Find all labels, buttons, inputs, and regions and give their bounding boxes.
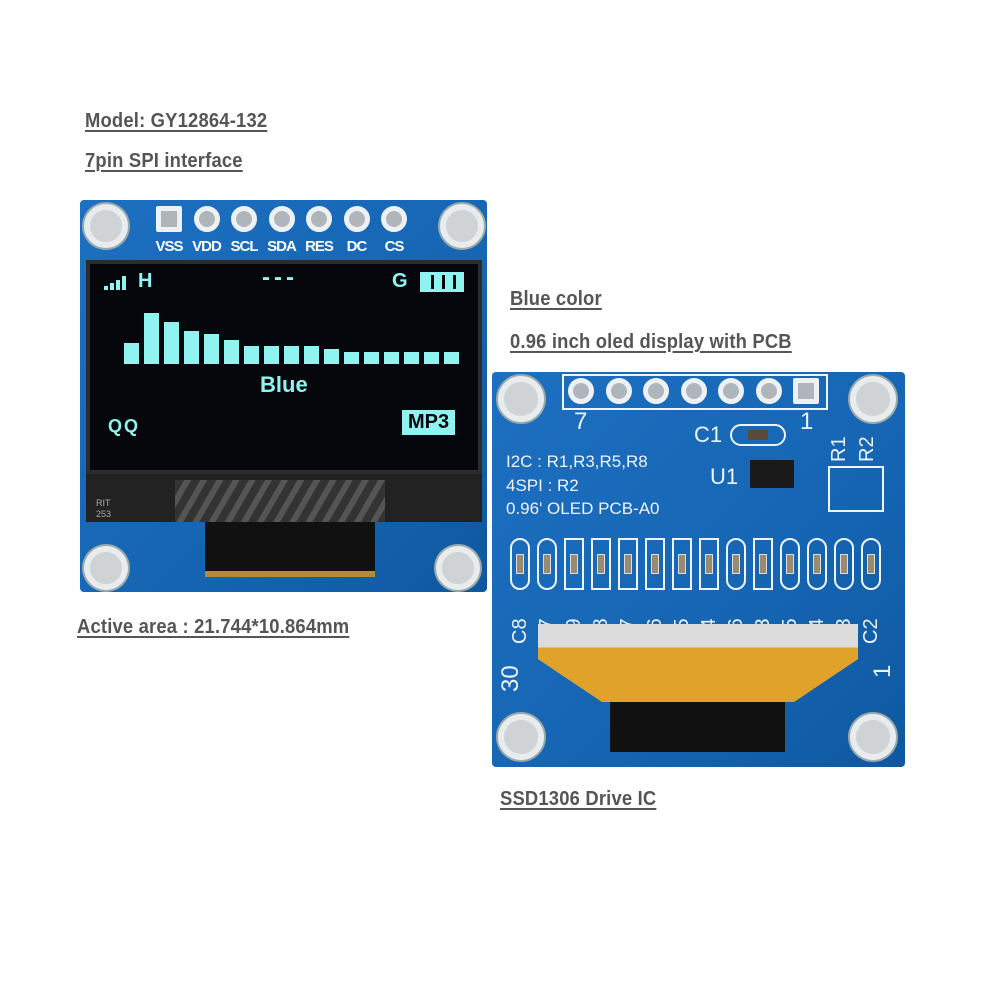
screen-bottom-left-text: QQ [108, 416, 141, 436]
equalizer-bar [324, 349, 339, 364]
component-r4 [699, 538, 719, 590]
active-area-caption: Active area : 21.744*10.864mm [77, 616, 350, 638]
screen-bottom-right-text: MP3 [402, 410, 456, 435]
screen-top-center-text: --- [262, 264, 298, 291]
header-pin [793, 378, 819, 404]
header-pin [680, 378, 707, 404]
equalizer-bar [384, 352, 399, 364]
u1-label: U1 [710, 464, 739, 489]
component-c3 [834, 538, 854, 590]
interface-caption: 7pin SPI interface [85, 150, 243, 172]
header-pin [755, 378, 782, 404]
component-label-c2: C2 [860, 618, 882, 644]
header-pin [718, 378, 744, 404]
r1-r2-pads [828, 466, 884, 512]
r1-label: R1 [828, 436, 850, 462]
pin-header-outline [562, 374, 828, 410]
pin-cs [381, 206, 407, 232]
flex-connector [175, 480, 385, 522]
pin-label-scl: SCL [230, 238, 259, 255]
equalizer-bar [144, 313, 159, 364]
u1-chip [750, 460, 794, 488]
pin-1-label: 1 [800, 408, 814, 435]
fpc-pin-1-label: 1 [869, 664, 896, 678]
size-caption: 0.96 inch oled display with PCB [510, 331, 792, 353]
driver-caption: SSD1306 Drive IC [500, 788, 657, 810]
mount-hole [84, 546, 128, 590]
battery-icon [420, 272, 464, 292]
pin-vss [156, 206, 182, 232]
mount-hole [84, 204, 128, 248]
pin-dc [343, 206, 370, 232]
header-pin [568, 378, 594, 404]
signal-icon [104, 276, 126, 290]
silk-pcb-line: 0.96' OLED PCB-A0 [506, 499, 660, 518]
screen-center-text: Blue [260, 372, 308, 397]
component-c7 [537, 538, 557, 590]
component-c4 [807, 538, 827, 590]
pin-label-res: RES [305, 238, 334, 255]
pin-7-label: 7 [574, 408, 588, 435]
equalizer-bar [244, 346, 259, 364]
component-r6 [645, 538, 665, 590]
equalizer-bar [264, 346, 279, 364]
flex-label: RIT 253 [96, 498, 112, 519]
fpc-stiffener [610, 702, 785, 752]
pin-label-sda: SDA [267, 238, 297, 255]
component-r3 [753, 538, 773, 590]
equalizer-bar [204, 334, 219, 364]
mount-hole [850, 376, 896, 422]
fpc-ribbon [538, 624, 858, 702]
screen-top-right-text: G [392, 270, 408, 292]
mount-hole [850, 714, 896, 760]
silk-i2c-line: I2C : R1,R3,R5,R8 [506, 452, 648, 471]
pin-label-cs: CS [384, 238, 405, 255]
c1-label: C1 [694, 422, 723, 447]
equalizer-bar [404, 352, 419, 364]
equalizer-bar [184, 331, 199, 364]
header-pin [643, 378, 669, 404]
equalizer-bar [304, 346, 319, 364]
equalizer-bar [364, 352, 379, 364]
component-r5 [672, 538, 692, 590]
equalizer-bar [284, 346, 299, 364]
equalizer-bar [124, 343, 139, 364]
equalizer-bar [224, 340, 239, 364]
oled-screen: H --- G Blue QQ MP3 [86, 260, 482, 474]
equalizer-bar [164, 322, 179, 364]
mount-hole [440, 204, 484, 248]
pin-vdd [193, 206, 220, 232]
mount-hole [498, 714, 544, 760]
component-label-c8: C8 [509, 618, 531, 644]
component-c6 [726, 538, 746, 590]
header-pin [605, 378, 632, 404]
back-pcb-board: 7 1 C1 U1 R1 R2 I2C : R1,R3,R5,R8 4SPI :… [492, 372, 905, 767]
model-caption: Model: GY12864-132 [85, 110, 268, 132]
pin-sda [268, 206, 295, 232]
pin-scl [231, 206, 257, 232]
mount-hole [498, 376, 544, 422]
pin-label-vdd: VDD [192, 238, 222, 255]
component-c2 [861, 538, 881, 590]
equalizer-bar [424, 352, 439, 364]
r2-label: R2 [856, 436, 878, 462]
component-r7 [618, 538, 638, 590]
fpc-pin-30-label: 30 [497, 665, 524, 692]
component-r9 [564, 538, 584, 590]
equalizer-bar [344, 352, 359, 364]
component-c8 [510, 538, 530, 590]
pin-label-vss: VSS [155, 238, 183, 255]
pin-res [306, 206, 332, 232]
silk-4spi-line: 4SPI : R2 [506, 476, 579, 495]
mount-hole [436, 546, 480, 590]
pin-label-dc: DC [346, 238, 368, 255]
color-caption: Blue color [510, 288, 602, 310]
equalizer-bar [444, 352, 459, 364]
c1-capacitor [730, 424, 786, 446]
component-r8 [591, 538, 611, 590]
component-c5 [780, 538, 800, 590]
flex-tail [205, 522, 375, 577]
screen-top-left-text: H [138, 270, 153, 292]
